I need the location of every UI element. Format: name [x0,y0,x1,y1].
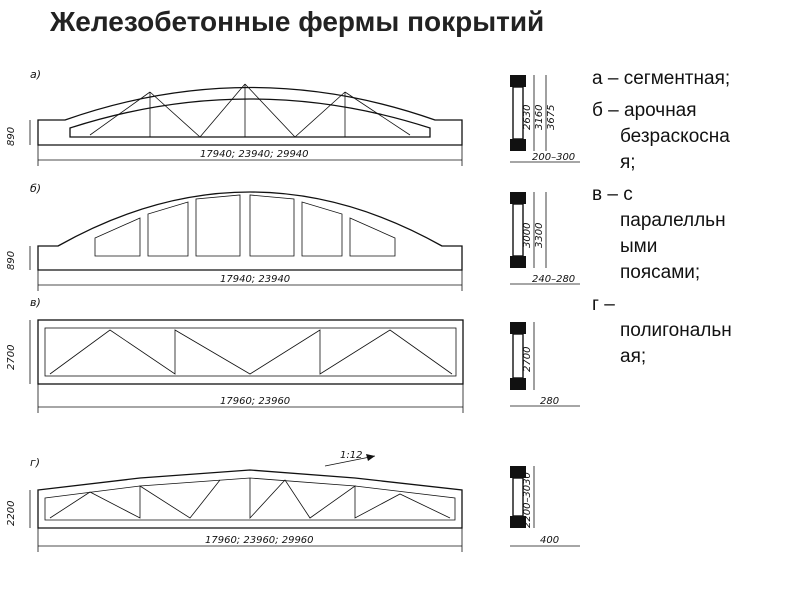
page-title: Железобетонные фермы покрытий [50,6,545,37]
truss-a-web [89,83,411,138]
truss-b-section-height-1: 3000 [522,223,533,248]
truss-g-section-width: 400 [540,535,559,546]
legend-item: г –полигональн ая; [592,292,792,370]
legend-item-line: я; [620,152,636,173]
truss-a: а) 17940; 23940; 29940 890 2630 3160 367… [6,68,580,166]
truss-b-section-height-2: 3300 [534,223,545,248]
truss-a-section-height-3: 3675 [546,105,557,130]
truss-b-section: 3000 3300 240–280 [510,192,580,285]
legend-item: б – арочная безраскосна я; [592,98,792,176]
legend-item: в – с паралелльн ыми поясами; [592,182,792,286]
truss-g-outline [37,469,463,529]
truss-a-inner-chord [69,98,431,138]
truss-a-end-height: 890 [6,127,17,146]
truss-v-section-width: 280 [540,396,559,407]
truss-b-end-height: 890 [6,251,17,270]
truss-v-web [49,329,453,375]
truss-g-web [49,478,451,520]
truss-a-letter: а) [30,68,41,81]
truss-b-section-width: 240–280 [532,274,575,285]
legend-item-lead: в – с [592,184,633,205]
legend-item-line: безраскосна [620,126,730,147]
truss-b-letter: б) [30,182,41,195]
truss-a-outline [37,86,463,146]
legend-item-line: полигональн [620,320,732,341]
truss-g-section: 2200–3030 400 [510,466,580,547]
legend-item-line: ая; [620,346,647,367]
legend-item-line: поясами; [620,262,701,283]
truss-b-panels [94,194,396,257]
truss-g-slope: 1:12 [340,450,362,461]
truss-a-section-height-1: 2630 [522,105,533,130]
legend-item-line: ыми [620,236,658,257]
truss-g: г) 17960; 23960; 29960 2200 1:12 2200–30… [6,450,580,552]
truss-v-letter: в) [30,296,41,309]
truss-g-end-height: 2200 [6,501,17,526]
truss-v: в) 17960; 23960 2700 2700 280 [6,296,580,413]
arrow-head-icon [366,454,375,461]
truss-v-end-height: 2700 [6,345,17,370]
truss-v-section: 2700 280 [510,322,580,407]
truss-a-section-width: 200–300 [532,152,575,163]
truss-g-span: 17960; 23960; 29960 [205,535,314,546]
truss-g-slope-arrow [324,455,376,467]
truss-a-span: 17940; 23940; 29940 [200,149,309,160]
legend-item-line: паралелльн [620,210,726,231]
truss-v-outline [37,319,464,385]
truss-b-outline [37,191,463,271]
truss-g-inner [44,477,456,521]
truss-a-section-height-2: 3160 [534,105,545,130]
truss-v-span: 17960; 23960 [220,396,290,407]
truss-v-section-height: 2700 [522,347,533,372]
legend-item: а – сегментная; [592,66,792,92]
legend-item-lead: г – [592,294,615,315]
legend-item-lead: б – арочная [592,100,697,121]
truss-b: б) 17940; 23940 890 3000 3300 240–280 [6,182,580,291]
legend: а – сегментная; б – арочная безраскосна я; в… [592,66,792,376]
truss-g-section-height: 2200–3030 [522,472,533,528]
truss-b-span: 17940; 23940 [220,274,290,285]
truss-a-section: 2630 3160 3675 200–300 [510,75,580,163]
truss-v-inner [44,327,457,377]
legend-item-lead: а – сегментная; [592,68,731,89]
truss-g-letter: г) [30,456,40,469]
